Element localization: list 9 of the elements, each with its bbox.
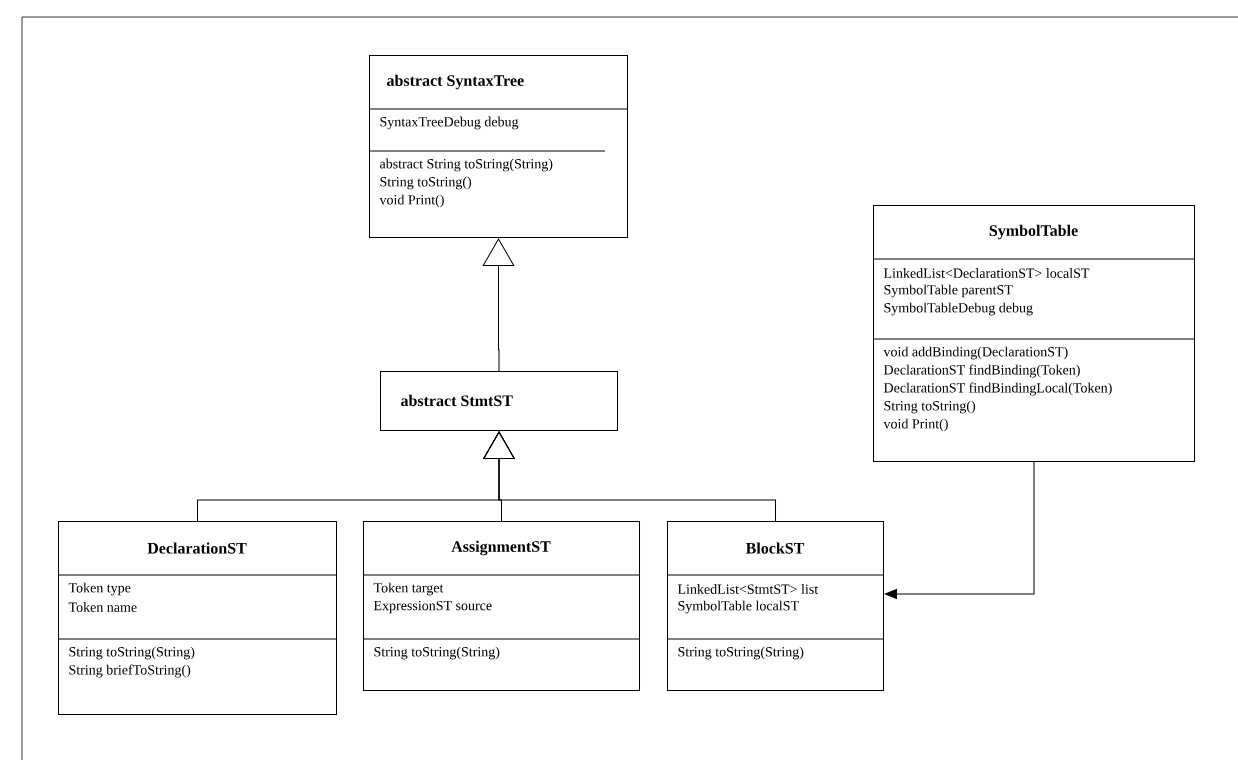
class-box: abstract StmtST (380, 371, 618, 431)
arrow (884, 461, 1035, 599)
class-box: DeclarationST Token type Token name String toString(String) String briefToString() (57, 521, 337, 715)
class-box: SymbolTable LinkedList<DeclarationST> localST SymbolTable parentST SymbolTableDebug debug void addBinding(DeclarationST) DeclarationST findBinding(Token) DeclarationST findBindingLocal(Token) String toString() void Print() (872, 205, 1195, 462)
class-box: AssignmentST Token target ExpressionST source String toString(String) (362, 521, 640, 691)
class-box: abstract SyntaxTree SyntaxTreeDebug debug abstract String toString(String) String toString() void Print() (368, 55, 628, 238)
class-box: BlockST LinkedList<StmtST> list SymbolTable localST String toString(String) (666, 521, 884, 691)
arrow (483, 431, 776, 522)
arrow (482, 238, 515, 372)
